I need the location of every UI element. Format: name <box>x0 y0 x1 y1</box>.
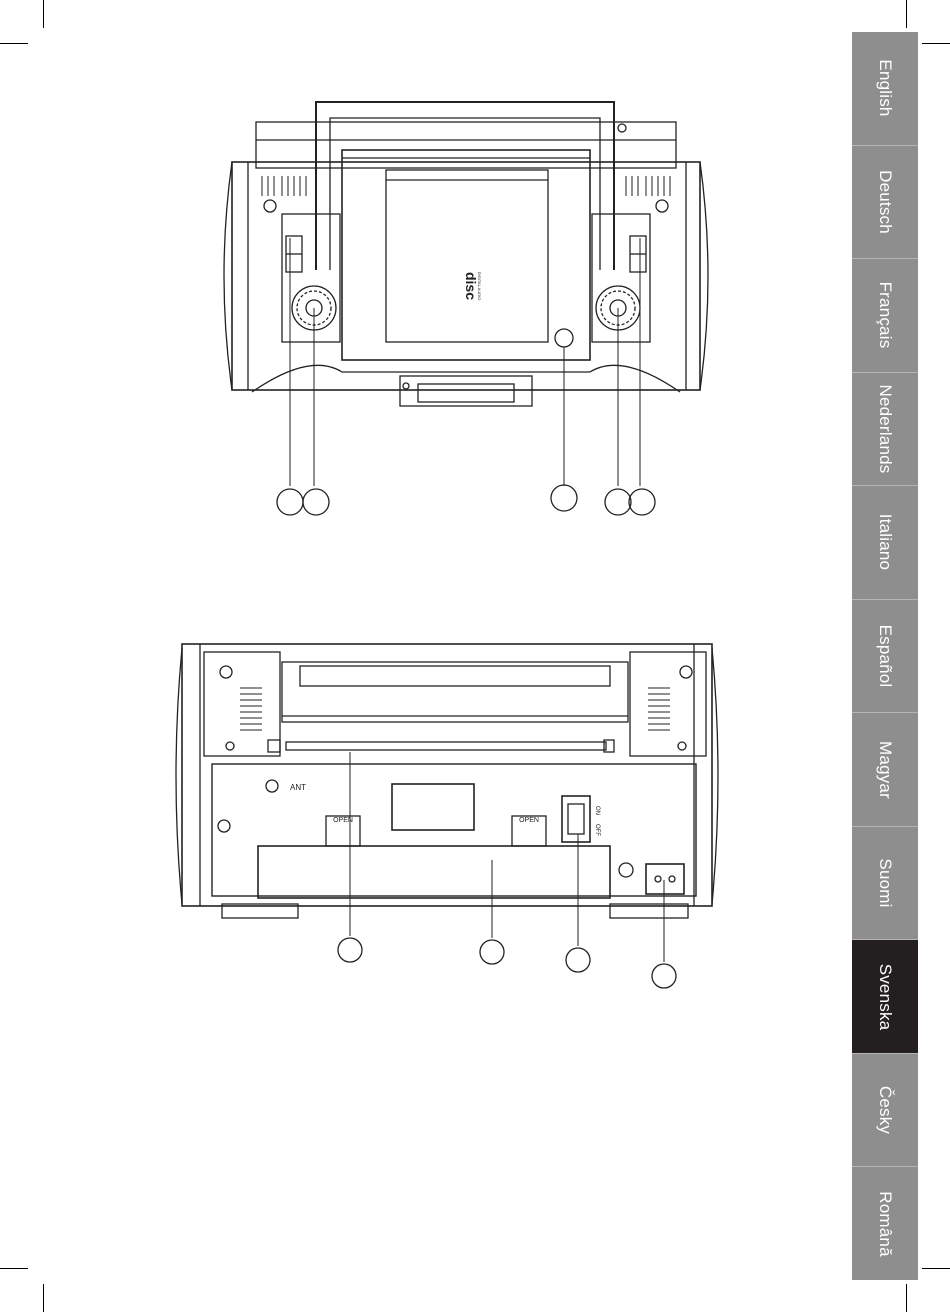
callout-circle <box>566 948 590 972</box>
language-tab-label: Magyar <box>875 741 895 799</box>
bottom-bezel <box>252 365 680 392</box>
label-window <box>392 784 474 830</box>
callout-circle <box>652 964 676 988</box>
speaker-bulge-left <box>176 648 182 904</box>
carry-handle-inner <box>330 118 600 270</box>
rear-handle <box>282 662 628 722</box>
language-tab-română[interactable]: Română <box>852 1167 918 1280</box>
vent-slots <box>262 176 670 196</box>
language-tab-label: Français <box>875 282 895 349</box>
top-screw <box>618 124 626 132</box>
language-tab-suomi[interactable]: Suomi <box>852 827 918 941</box>
language-tab-label: Deutsch <box>875 170 895 234</box>
callout-circle <box>303 489 329 515</box>
right-speaker-panel <box>592 214 650 342</box>
battery-door <box>258 846 610 898</box>
power-off-label: OFF <box>594 824 600 836</box>
disc-logo-subtitle: DIGITAL AUDIO <box>477 272 482 301</box>
front-view-drawing <box>224 102 708 515</box>
crop-mark <box>922 43 950 44</box>
language-tab-label: English <box>875 60 895 117</box>
callout-circle <box>551 485 577 511</box>
carry-handle <box>316 102 614 270</box>
language-tab-español[interactable]: Español <box>852 600 918 714</box>
language-tab-label: Română <box>875 1191 895 1256</box>
rear-handle-grip <box>300 666 610 686</box>
telescopic-antenna <box>286 742 606 750</box>
language-tab-label: Nederlands <box>875 384 895 473</box>
cd-lid <box>342 150 590 360</box>
cd-lid-panel <box>386 170 548 342</box>
product-illustrations: disc DIGITAL AUDIO ANT OPEN OPEN ON OFF <box>0 0 850 1312</box>
power-on-label: ON <box>594 806 600 815</box>
speaker-bulge-right <box>712 648 718 904</box>
language-tab-français[interactable]: Français <box>852 259 918 373</box>
speaker-bulge-left <box>224 162 232 390</box>
antenna-jack-label: ANT <box>290 783 306 792</box>
disc-logo: disc <box>463 272 479 300</box>
callout-circle <box>629 489 655 515</box>
body-screw <box>656 200 668 212</box>
antenna-jack <box>266 780 278 792</box>
crop-mark <box>922 1268 950 1269</box>
callout-circle <box>605 489 631 515</box>
language-tab-english[interactable]: English <box>852 32 918 146</box>
language-tab-svenska[interactable]: Svenska <box>852 940 918 1054</box>
latch-right-label: OPEN <box>519 817 539 824</box>
language-tab-italiano[interactable]: Italiano <box>852 486 918 600</box>
language-tab-magyar[interactable]: Magyar <box>852 713 918 827</box>
callout-circle <box>338 938 362 962</box>
language-tab-label: Suomi <box>875 859 895 908</box>
crop-mark <box>906 1284 907 1312</box>
callout-circle <box>480 940 504 964</box>
power-switch <box>562 796 590 842</box>
body-screw <box>264 200 276 212</box>
language-tab-deutsch[interactable]: Deutsch <box>852 146 918 260</box>
callout-circle <box>277 489 303 515</box>
language-tab-label: Česky <box>875 1086 895 1134</box>
control-strip <box>418 384 514 402</box>
speaker-bulge-right <box>700 162 708 390</box>
rear-vent-slots <box>240 688 670 730</box>
rear-view-drawing <box>176 644 718 988</box>
latch-left-label: OPEN <box>333 817 353 824</box>
language-tab-nederlands[interactable]: Nederlands <box>852 373 918 487</box>
crop-mark <box>906 0 907 28</box>
language-tab-label: Español <box>875 625 895 688</box>
cd-open-button <box>555 329 573 347</box>
language-tab-label: Italiano <box>875 514 895 570</box>
language-tab-label: Svenska <box>875 963 895 1030</box>
left-speaker-panel <box>282 214 340 342</box>
language-tab-česky[interactable]: Česky <box>852 1054 918 1168</box>
ac-socket <box>646 864 684 894</box>
